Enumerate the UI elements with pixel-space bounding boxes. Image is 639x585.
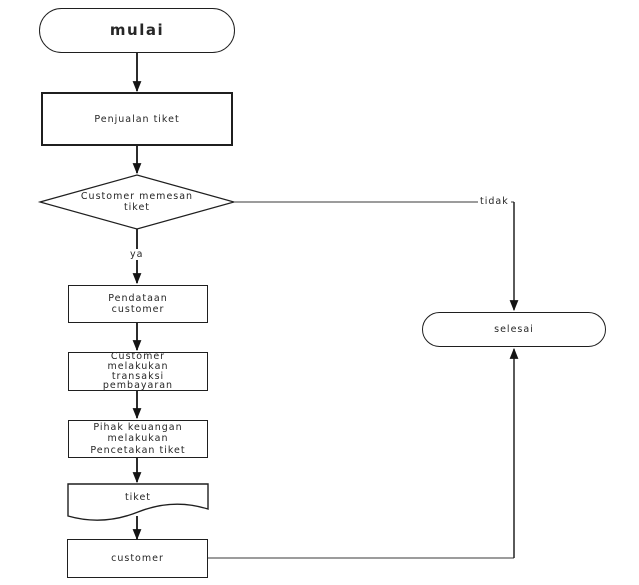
node-tiket-label: tiket — [124, 491, 152, 503]
node-pencetakan-tiket-label: Pihak keuangan melakukan Pencetakan tike… — [90, 421, 186, 456]
node-transaksi-pembayaran: Customer melakukan transaksi pembayaran — [68, 350, 208, 392]
edge-label-tidak: tidak — [478, 196, 511, 207]
edge-label-ya: ya — [128, 249, 146, 260]
node-pendataan-customer: Pendataan customer — [68, 285, 208, 323]
node-pendataan-customer-label: Pendataan customer — [108, 293, 168, 315]
node-decision-label: Customer memesan tiket — [80, 191, 194, 213]
node-customer: customer — [67, 539, 208, 578]
node-decision-customer-memesan-tiket: Customer memesan tiket — [57, 188, 217, 216]
node-mulai-label: mulai — [109, 21, 165, 39]
node-mulai: mulai — [39, 8, 235, 53]
node-selesai: selesai — [422, 312, 606, 347]
node-penjualan-tiket: Penjualan tiket — [41, 92, 233, 146]
node-transaksi-pembayaran-label: Customer melakukan transaksi pembayaran — [102, 350, 174, 392]
node-pencetakan-tiket: Pihak keuangan melakukan Pencetakan tike… — [68, 420, 208, 458]
node-selesai-label: selesai — [494, 324, 534, 335]
node-tiket-document: tiket — [68, 486, 208, 508]
document-tiket-shape — [67, 483, 209, 521]
node-customer-label: customer — [111, 553, 164, 564]
node-penjualan-tiket-label: Penjualan tiket — [94, 113, 180, 125]
